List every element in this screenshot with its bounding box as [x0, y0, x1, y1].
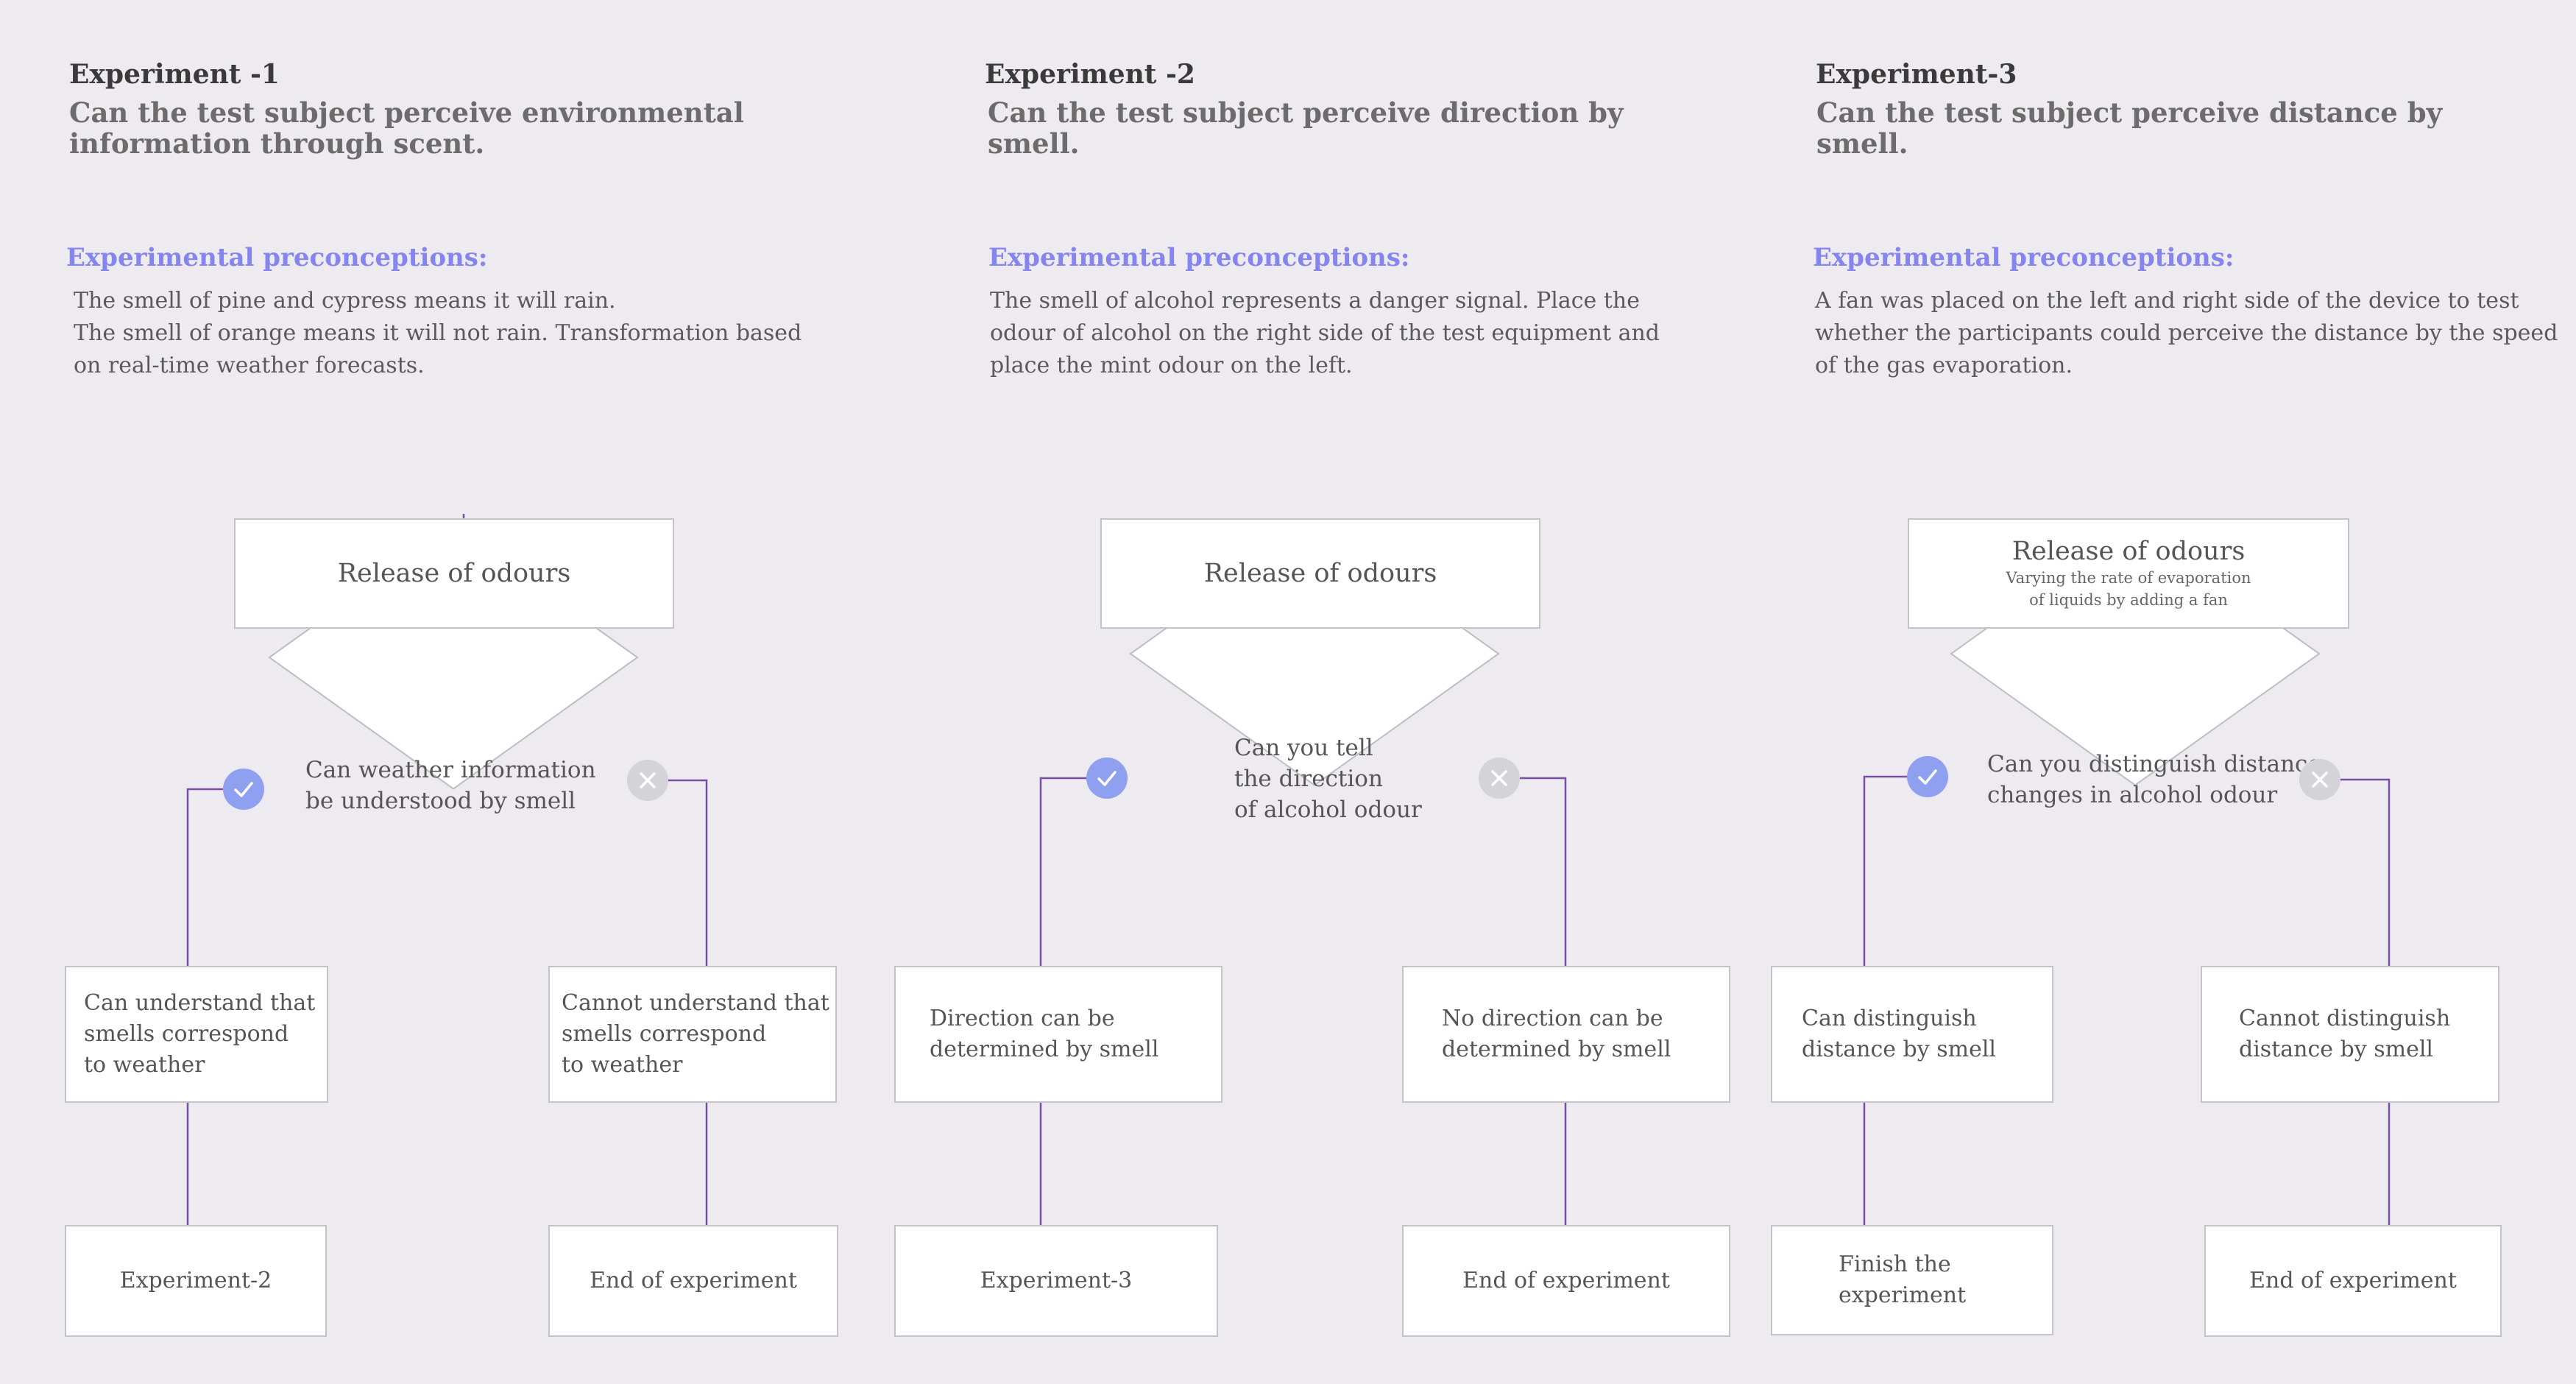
decision-question-line: be understood by smell — [305, 788, 576, 814]
yes-outcome-box: Can understand that smells correspond to w… — [65, 966, 328, 1103]
no-next-step-box-text-line: End of experiment — [1462, 1268, 1670, 1293]
release-odours-title: Release of odours — [337, 559, 571, 588]
yes-outcome-box-text-line: smells correspond — [84, 1021, 289, 1047]
yes-branch-connector — [1039, 777, 1107, 966]
preconception-line: The smell of alcohol represents a danger… — [990, 288, 1640, 314]
preconception-line: The smell of pine and cypress means it w… — [74, 288, 616, 314]
no-branch-connector — [1499, 777, 1567, 966]
no-branch-connector — [648, 779, 708, 966]
release-odours-subtitle: of liquids by adding a fan — [2029, 591, 2228, 609]
experiment-title: Experiment -1 — [69, 59, 280, 90]
preconception-line: place the mint odour on the left. — [990, 353, 1353, 378]
preconceptions-text: A fan was placed on the left and right s… — [1815, 285, 2558, 382]
yes-next-step-box-text-line: experiment — [1839, 1282, 1967, 1308]
preconception-line: The smell of orange means it will not ra… — [74, 320, 802, 346]
release-odours-subtitle: Varying the rate of evaporation — [2006, 569, 2251, 587]
no-outcome-box-text-line: determined by smell — [1442, 1037, 1671, 1062]
no-cross-badge — [2299, 759, 2340, 800]
no-outcome-box: No direction can be determined by smell — [1402, 966, 1730, 1103]
yes-next-step-box-text-line: Experiment-3 — [980, 1268, 1133, 1293]
yes-next-step-box: Finish the experiment — [1771, 1225, 2053, 1335]
release-odours-title: Release of odours — [2011, 537, 2246, 566]
yes-outcome-box-text-line: determined by smell — [930, 1037, 1159, 1062]
preconception-line: A fan was placed on the left and right s… — [1815, 288, 2519, 314]
no-outcome-box-text-line: No direction can be — [1442, 1006, 1663, 1031]
no-outcome-box: Cannot distinguish distance by smell — [2201, 966, 2499, 1103]
release-odours-box: Release of odours — [234, 518, 674, 629]
preconception-line: of the gas evaporation. — [1815, 353, 2073, 378]
decision-question: Can weather information be understood by … — [305, 755, 596, 816]
yes-branch-connector — [186, 788, 244, 966]
yes-outcome-box: Direction can be determined by smell — [894, 966, 1222, 1103]
preconceptions-heading: Experimental preconceptions: — [1813, 243, 2234, 272]
yes-next-step-box: Experiment-3 — [894, 1225, 1218, 1337]
experiment-question-line: Can the test subject perceive environmen… — [69, 96, 744, 129]
no-next-step-box: End of experiment — [1402, 1225, 1730, 1337]
release-odours-box: Release of odours — [1100, 518, 1540, 629]
no-outcome-box-text-line: to weather — [562, 1052, 683, 1078]
experiment-question-line: information through scent. — [69, 127, 485, 160]
experiment-question-line: Can the test subject perceive direction … — [988, 96, 1624, 160]
preconceptions-text: The smell of alcohol represents a danger… — [990, 285, 1660, 382]
yes-outcome-box-text-line: Can understand that — [84, 990, 316, 1016]
decision-question: Can you distinguish distance changes in a… — [1987, 749, 2321, 811]
no-cross-badge — [1479, 758, 1520, 799]
no-next-step-box: End of experiment — [2204, 1225, 2502, 1337]
experiment-question: Can the test subject perceive direction … — [988, 97, 1650, 159]
preconception-line: on real-time weather forecasts. — [74, 353, 425, 378]
no-next-step-box: End of experiment — [548, 1225, 838, 1337]
no-branch-connector — [2320, 778, 2391, 966]
experiment-question: Can the test subject perceive distance b… — [1816, 97, 2516, 159]
cross-icon — [2312, 772, 2328, 788]
yes-next-step-box: Experiment-2 — [65, 1225, 327, 1337]
preconceptions-heading: Experimental preconceptions: — [66, 243, 488, 272]
yes-outcome-box-text-line: to weather — [84, 1052, 205, 1078]
cross-icon — [1491, 770, 1507, 786]
no-outcome-box: Cannot understand that smells correspond t… — [548, 966, 837, 1103]
decision-question-line: Can you tell — [1234, 735, 1373, 761]
yes-outcome-box-text-line: Direction can be — [930, 1006, 1115, 1031]
experiment-title: Experiment -2 — [985, 59, 1195, 90]
no-outcome-box-text-line: distance by smell — [2239, 1037, 2434, 1062]
yes-check-badge — [223, 769, 264, 810]
check-icon — [234, 782, 253, 797]
check-icon — [1097, 771, 1117, 786]
decision-question-line: Can you distinguish distance — [1987, 751, 2321, 777]
yes-check-badge — [1907, 756, 1948, 797]
no-outcome-box-text-line: smells correspond — [562, 1021, 767, 1047]
decision-question-line: of alcohol odour — [1234, 797, 1422, 823]
preconceptions-heading: Experimental preconceptions: — [988, 243, 1410, 272]
decision-question-line: Can weather information — [305, 757, 596, 783]
experiment-title: Experiment-3 — [1816, 59, 2017, 90]
no-next-step-box-text-line: End of experiment — [590, 1268, 797, 1293]
yes-branch-connector — [1863, 775, 1928, 966]
yes-next-step-box-text-line: Experiment-2 — [119, 1268, 272, 1293]
yes-outcome-box-text-line: distance by smell — [1802, 1037, 1997, 1062]
decision-question: Can you tell the direction of alcohol odou… — [1234, 732, 1422, 825]
yes-outcome-box: Can distinguish distance by smell — [1771, 966, 2053, 1103]
yes-outcome-box-text-line: Can distinguish — [1802, 1006, 1977, 1031]
release-odours-title: Release of odours — [1203, 559, 1437, 588]
experiment-question: Can the test subject perceive environmen… — [69, 97, 746, 159]
experiment-question-line: Can the test subject perceive distance b… — [1816, 96, 2443, 160]
cross-icon — [640, 772, 656, 788]
check-icon — [1918, 769, 1937, 785]
decision-question-line: the direction — [1234, 766, 1383, 792]
yes-check-badge — [1086, 758, 1128, 799]
no-cross-badge — [627, 760, 668, 801]
preconceptions-text: The smell of pine and cypress means it w… — [74, 285, 802, 382]
preconception-line: whether the participants could perceive … — [1815, 320, 2558, 346]
preconception-line: odour of alcohol on the right side of th… — [990, 320, 1660, 346]
yes-next-step-box-text-line: Finish the — [1839, 1251, 1951, 1277]
no-outcome-box-text-line: Cannot understand that — [562, 990, 829, 1016]
decision-question-line: changes in alcohol odour — [1987, 782, 2278, 808]
no-next-step-box-text-line: End of experiment — [2249, 1268, 2457, 1293]
no-outcome-box-text-line: Cannot distinguish — [2239, 1006, 2451, 1031]
